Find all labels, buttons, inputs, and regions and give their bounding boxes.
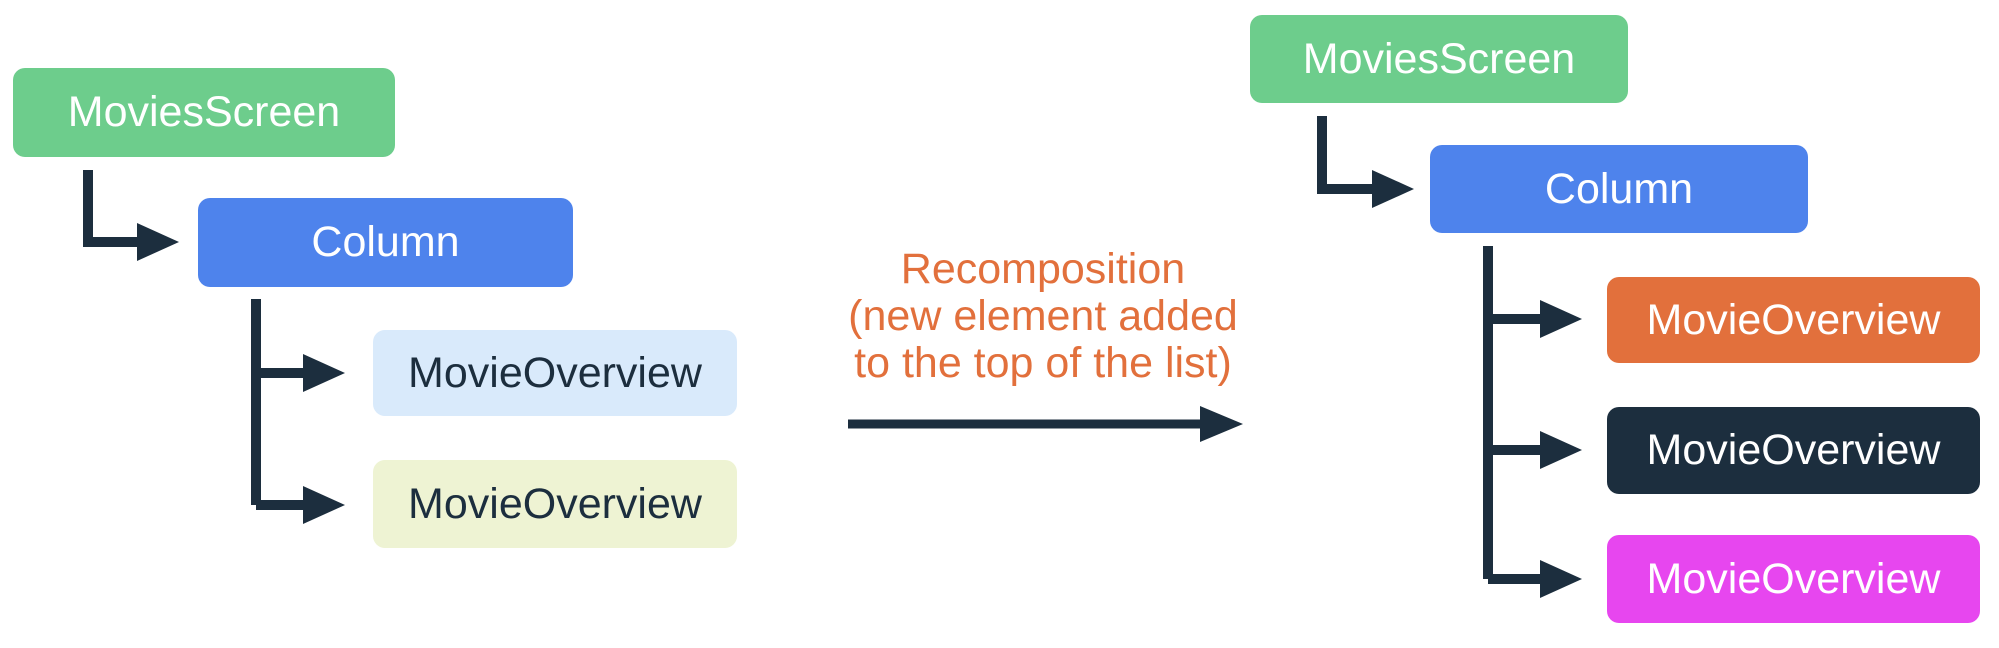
right-movieoverview-node-3: MovieOverview: [1607, 535, 1980, 623]
left-root-to-column-connector: [83, 170, 137, 247]
node-label: MoviesScreen: [1302, 34, 1576, 83]
right-movieoverview-node-2: MovieOverview: [1607, 407, 1980, 494]
arrowhead-icon: [1200, 406, 1243, 442]
annotation-line-3: to the top of the list): [854, 339, 1232, 387]
arrowhead-icon: [1540, 300, 1582, 338]
node-label: MovieOverview: [408, 479, 702, 528]
arrowhead-icon: [137, 223, 179, 261]
node-label: Column: [311, 218, 460, 266]
annotation-line-1: Recomposition: [900, 245, 1186, 293]
node-label: MovieOverview: [1646, 426, 1941, 474]
recomposition-annotation: Recomposition (new element added to the …: [743, 246, 1343, 387]
left-movieoverview-node-1: MovieOverview: [373, 330, 737, 416]
left-movieoverview-node-2: MovieOverview: [373, 460, 737, 548]
right-root-to-column-connector: [1317, 116, 1372, 194]
left-moviesscreen-node: MoviesScreen: [13, 68, 395, 157]
left-column-node: Column: [198, 198, 573, 287]
right-movieoverview-node-1: MovieOverview: [1607, 277, 1980, 363]
arrowhead-icon: [303, 354, 345, 392]
right-column-node: Column: [1430, 145, 1808, 233]
node-label: MovieOverview: [1646, 554, 1941, 603]
annotation-line-2: (new element added: [848, 292, 1238, 340]
right-moviesscreen-node: MoviesScreen: [1250, 15, 1628, 103]
node-label: MovieOverview: [1646, 295, 1941, 344]
node-label: MovieOverview: [408, 348, 702, 397]
node-label: MoviesScreen: [67, 88, 341, 136]
arrowhead-icon: [1372, 170, 1414, 208]
arrowhead-icon: [1540, 431, 1582, 469]
arrowhead-icon: [1540, 560, 1582, 598]
arrowhead-icon: [303, 486, 345, 524]
node-label: Column: [1544, 164, 1694, 213]
